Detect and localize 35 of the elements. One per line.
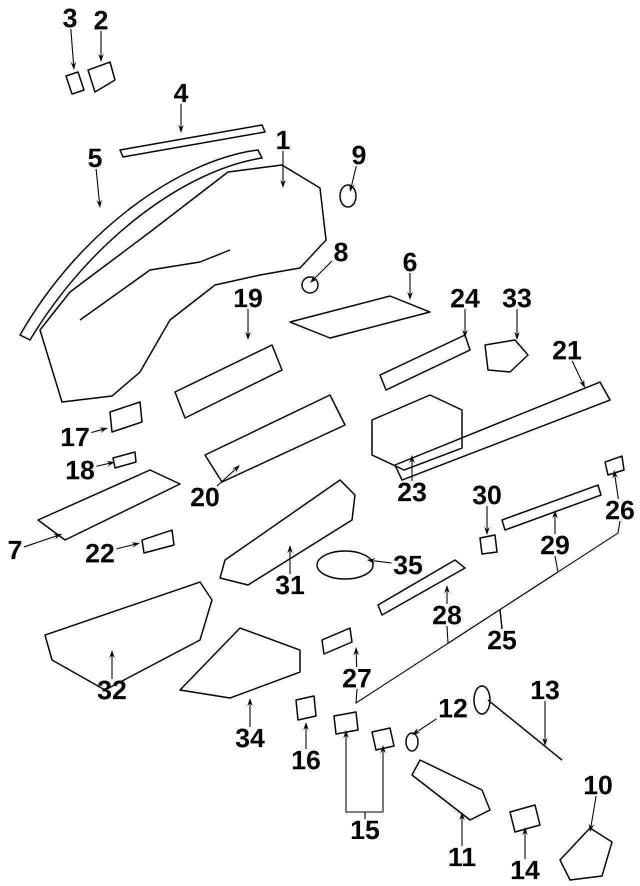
callout-number: 8 bbox=[334, 242, 348, 262]
callout-number: 11 bbox=[450, 848, 476, 866]
callout-number: 16 bbox=[292, 750, 320, 770]
callout-number: 1 bbox=[277, 130, 290, 150]
callout-number: 15 bbox=[352, 820, 380, 840]
callout-number: 35 bbox=[394, 556, 422, 574]
callout-number: 18 bbox=[66, 460, 94, 480]
callout-number: 28 bbox=[433, 606, 461, 624]
callout-number: 19 bbox=[234, 288, 262, 308]
callout-number: 21 bbox=[553, 340, 582, 360]
callout-number: 30 bbox=[472, 486, 501, 504]
callout-number: 23 bbox=[398, 482, 426, 502]
callout-number: 29 bbox=[541, 536, 569, 554]
callout-number: 2 bbox=[94, 10, 108, 30]
callout-number: 20 bbox=[191, 488, 219, 506]
callout-number: 6 bbox=[404, 252, 416, 272]
callout-number: 14 bbox=[512, 860, 540, 880]
callout-number: 25 bbox=[488, 630, 516, 650]
leader-line bbox=[499, 520, 621, 630]
callout-number: 24 bbox=[451, 288, 480, 308]
callout-number: 9 bbox=[352, 146, 366, 164]
callout-number: 17 bbox=[62, 428, 89, 446]
callout-number: 33 bbox=[502, 288, 531, 308]
callout-number: 3 bbox=[63, 8, 76, 28]
callout-number: 13 bbox=[532, 680, 559, 700]
callout-number: 7 bbox=[8, 540, 22, 560]
callout-number: 10 bbox=[584, 776, 612, 794]
callout-number: 26 bbox=[606, 500, 634, 520]
callout-number: 34 bbox=[236, 728, 265, 748]
callout-number: 27 bbox=[343, 668, 371, 688]
callout-number: 12 bbox=[440, 698, 467, 718]
callout-number: 4 bbox=[174, 84, 188, 102]
callout-number: 31 bbox=[276, 576, 304, 594]
callout-number: 5 bbox=[88, 148, 102, 168]
callout-number: 22 bbox=[86, 544, 114, 562]
